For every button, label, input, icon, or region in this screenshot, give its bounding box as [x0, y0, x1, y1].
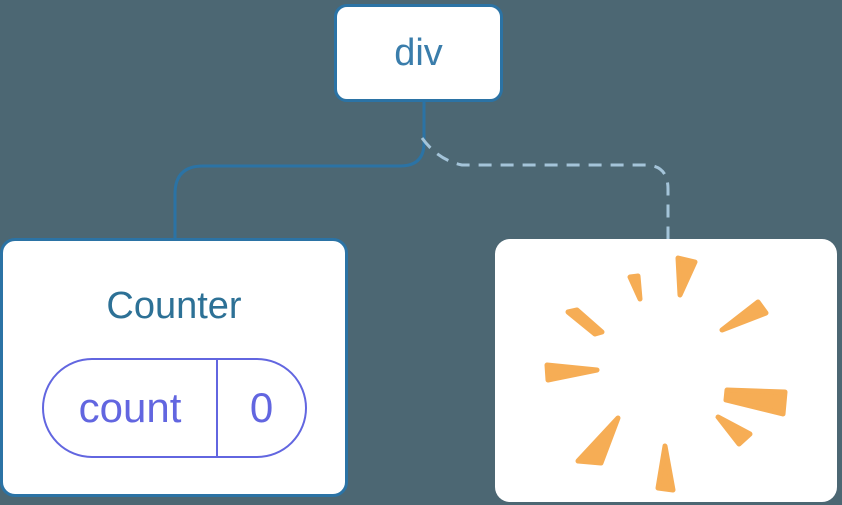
root-node-label: div	[394, 31, 443, 74]
state-value-label: 0	[249, 384, 274, 431]
poof-icon	[544, 255, 788, 493]
counter-node: Counter count 0	[0, 238, 348, 497]
connector-solid	[173, 99, 426, 241]
counter-node-title: Counter	[106, 285, 242, 327]
connector-dashed	[420, 137, 670, 240]
removed-node	[495, 239, 837, 502]
root-node-div: div	[334, 4, 503, 102]
state-pill: count 0	[42, 358, 307, 458]
state-name-label: count	[44, 360, 218, 456]
